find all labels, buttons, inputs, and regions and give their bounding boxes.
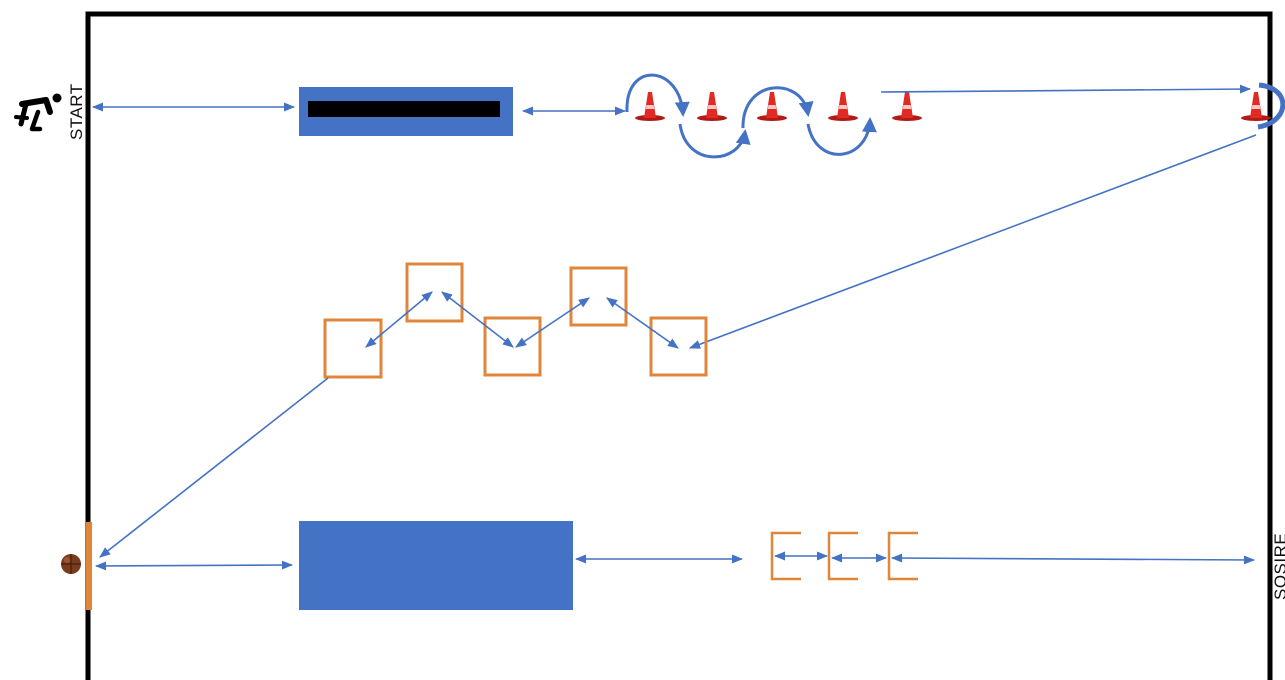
arrow-ball-to-block: [94, 560, 294, 571]
turn-marker: [1257, 82, 1285, 130]
zigzag-square: [405, 262, 464, 323]
black-bar: [308, 101, 500, 117]
zigzag-squares: [323, 262, 708, 379]
slalom-path: [625, 73, 877, 159]
zigzag-arrows: [365, 291, 679, 349]
crouching-runner-icon: [14, 93, 62, 132]
zigzag-square: [323, 318, 383, 379]
finish-label: SOSIRE: [1271, 532, 1285, 600]
hurdles: [770, 531, 918, 581]
arrow-cones-to-turn: [880, 84, 1252, 94]
start-label: START: [67, 83, 86, 140]
zigzag-square: [649, 316, 708, 377]
hurdle: [827, 531, 858, 581]
zigzag-square: [569, 266, 628, 327]
hurdle: [887, 531, 918, 581]
basketball-icon: [61, 554, 81, 574]
field-border: [85, 11, 1273, 680]
hurdle-arrows: [773, 551, 1256, 565]
blue-mat-block: [299, 521, 573, 610]
orange-marker-post: [86, 522, 92, 610]
arrow-squares-to-ball: [99, 377, 329, 558]
traffic-cone-icon: [635, 92, 1271, 121]
arrow-turn-to-squares: [688, 134, 1257, 349]
hurdle: [770, 531, 801, 581]
